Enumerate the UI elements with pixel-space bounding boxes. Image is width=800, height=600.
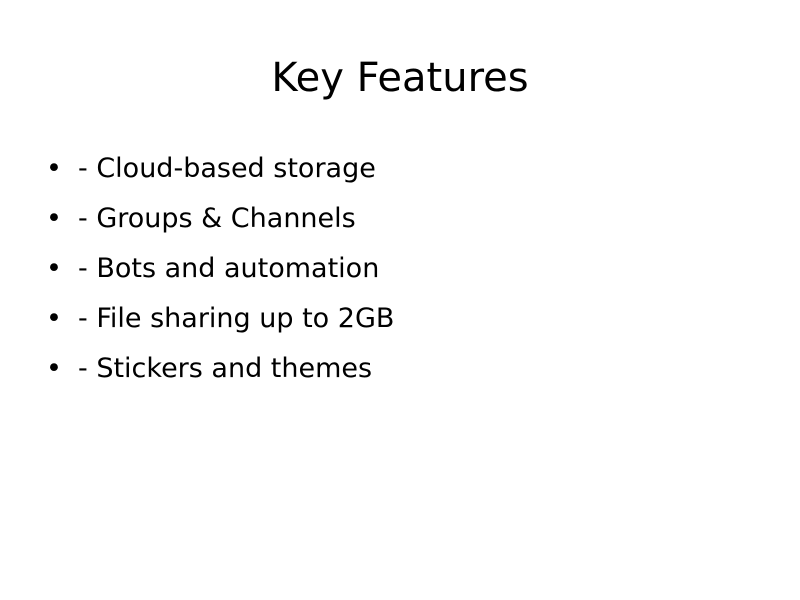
bullet-icon: • xyxy=(46,202,62,234)
bullet-text: - Stickers and themes xyxy=(78,352,373,384)
list-item: • - Stickers and themes xyxy=(46,343,394,393)
bullet-text: - File sharing up to 2GB xyxy=(78,302,395,334)
list-item: • - Groups & Channels xyxy=(46,193,394,243)
bullet-list: • - Cloud-based storage • - Groups & Cha… xyxy=(46,143,394,393)
bullet-icon: • xyxy=(46,152,62,184)
bullet-icon: • xyxy=(46,252,62,284)
bullet-text: - Cloud-based storage xyxy=(78,152,376,184)
bullet-icon: • xyxy=(46,352,62,384)
bullet-text: - Groups & Channels xyxy=(78,202,356,234)
list-item: • - Bots and automation xyxy=(46,243,394,293)
slide-title: Key Features xyxy=(271,55,529,101)
bullet-text: - Bots and automation xyxy=(78,252,380,284)
list-item: • - Cloud-based storage xyxy=(46,143,394,193)
bullet-icon: • xyxy=(46,302,62,334)
list-item: • - File sharing up to 2GB xyxy=(46,293,394,343)
